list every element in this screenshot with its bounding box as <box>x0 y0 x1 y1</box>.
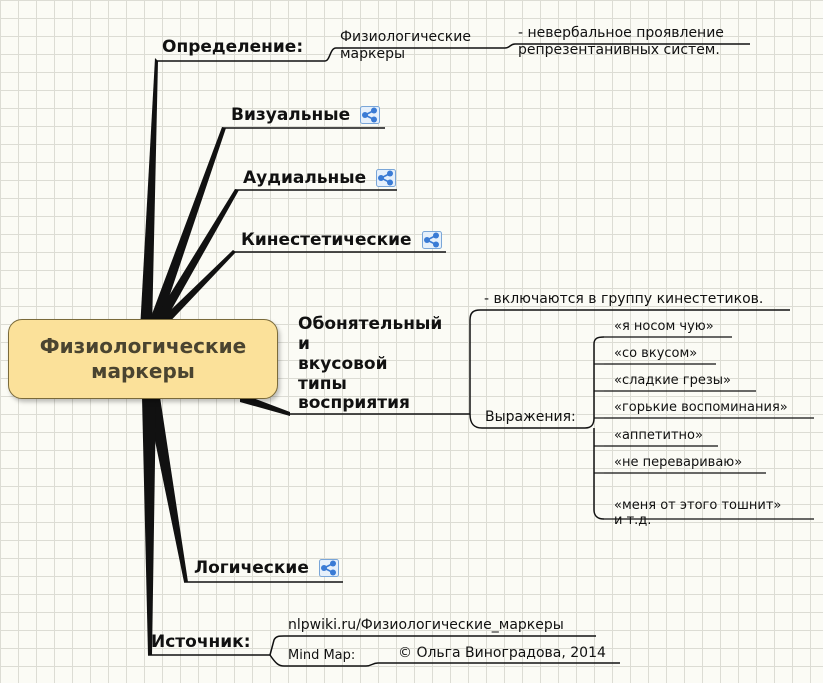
topic-audial[interactable]: Аудиальные <box>243 168 397 188</box>
expressions-bracket <box>584 336 605 520</box>
topic-logical-label: Логические <box>194 558 309 578</box>
central-topic-title: Физиологические маркеры <box>39 334 247 383</box>
link-olfactory-expressions <box>469 413 483 429</box>
source-mindmap-label: Mind Map: <box>288 648 356 663</box>
expressions-topic[interactable]: Выражения: <box>485 409 576 426</box>
central-topic[interactable]: Физиологические маркеры <box>8 319 278 399</box>
hyperlink-icon[interactable] <box>360 106 381 124</box>
branch-logical <box>146 397 188 582</box>
expression-text: «не перевариваю» <box>614 455 743 470</box>
expression-text: «аппетитно» <box>614 428 703 443</box>
expression-item[interactable]: «меня от этого тошнит» и т.д. <box>614 482 781 529</box>
branch-source <box>142 397 156 655</box>
topic-definition-label: Определение: <box>162 37 304 57</box>
link-olfactory-note <box>469 309 481 414</box>
topic-source-label: Источник: <box>151 632 251 652</box>
topic-visual[interactable]: Визуальные <box>231 105 381 125</box>
topic-source[interactable]: Источник: <box>151 632 251 652</box>
branch-visual <box>146 127 226 330</box>
definition-note-text: - невербальное проявление репрезентанивн… <box>518 24 724 58</box>
expression-item[interactable]: «не перевариваю» <box>614 455 742 471</box>
link-definition-note <box>504 43 516 49</box>
expression-item[interactable]: «аппетитно» <box>614 428 703 444</box>
expression-item[interactable]: «сладкие грезы» <box>614 373 731 389</box>
expression-text: «со вкусом» <box>614 346 698 361</box>
hyperlink-icon[interactable] <box>318 559 339 577</box>
expression-text: «я носом чую» <box>614 319 714 334</box>
expression-item[interactable]: «со вкусом» <box>614 346 697 362</box>
thin-connectors <box>148 43 790 667</box>
topic-visual-label: Визуальные <box>231 105 351 125</box>
topic-kinesthetic-label: Кинестетические <box>241 230 412 250</box>
branch-shapes <box>140 58 290 655</box>
topic-olfactory-label: Обонятельный и вкусовой типы восприятия <box>298 313 443 414</box>
hyperlink-icon[interactable] <box>421 231 442 249</box>
definition-subtopic-label: Физиологические маркеры <box>340 28 471 62</box>
link-source-copyright <box>365 662 379 667</box>
link-definition-sub <box>324 47 337 62</box>
definition-subtopic[interactable]: Физиологические маркеры <box>340 12 471 62</box>
expressions-topic-label: Выражения: <box>485 409 576 425</box>
topic-olfactory[interactable]: Обонятельный и вкусовой типы восприятия <box>298 295 442 414</box>
source-copyright[interactable]: © Ольга Виноградова, 2014 <box>398 645 606 662</box>
olfactory-note-text: - включаются в группу кинестетиков. <box>484 291 764 307</box>
branch-definition <box>140 58 158 330</box>
hyperlink-icon[interactable] <box>376 169 397 187</box>
source-copyright-text: © Ольга Виноградова, 2014 <box>398 645 606 661</box>
expression-text: «меня от этого тошнит» и т.д. <box>614 497 782 529</box>
definition-note[interactable]: - невербальное проявление репрезентанивн… <box>518 8 724 58</box>
expression-item[interactable]: «горькие воспоминания» <box>614 400 788 416</box>
source-url-text: nlpwiki.ru/Физиологические_маркеры <box>288 617 564 633</box>
olfactory-note[interactable]: - включаются в группу кинестетиков. <box>484 291 763 308</box>
branch-audial <box>148 189 239 330</box>
expression-item[interactable]: «я носом чую» <box>614 319 714 335</box>
source-mindmap[interactable]: Mind Map: <box>288 648 355 664</box>
expression-text: «горькие воспоминания» <box>614 400 788 415</box>
topic-definition[interactable]: Определение: <box>162 37 303 57</box>
topic-audial-label: Аудиальные <box>243 168 367 188</box>
link-source-mindmap <box>269 654 285 667</box>
expression-text: «сладкие грезы» <box>614 373 732 388</box>
branch-kinesthetic <box>150 250 236 330</box>
expression-connectors <box>594 336 814 520</box>
topic-kinesthetic[interactable]: Кинестетические <box>241 230 442 250</box>
topic-logical[interactable]: Логические <box>194 558 339 578</box>
source-url[interactable]: nlpwiki.ru/Физиологические_маркеры <box>288 617 564 634</box>
link-source-url <box>269 635 285 656</box>
